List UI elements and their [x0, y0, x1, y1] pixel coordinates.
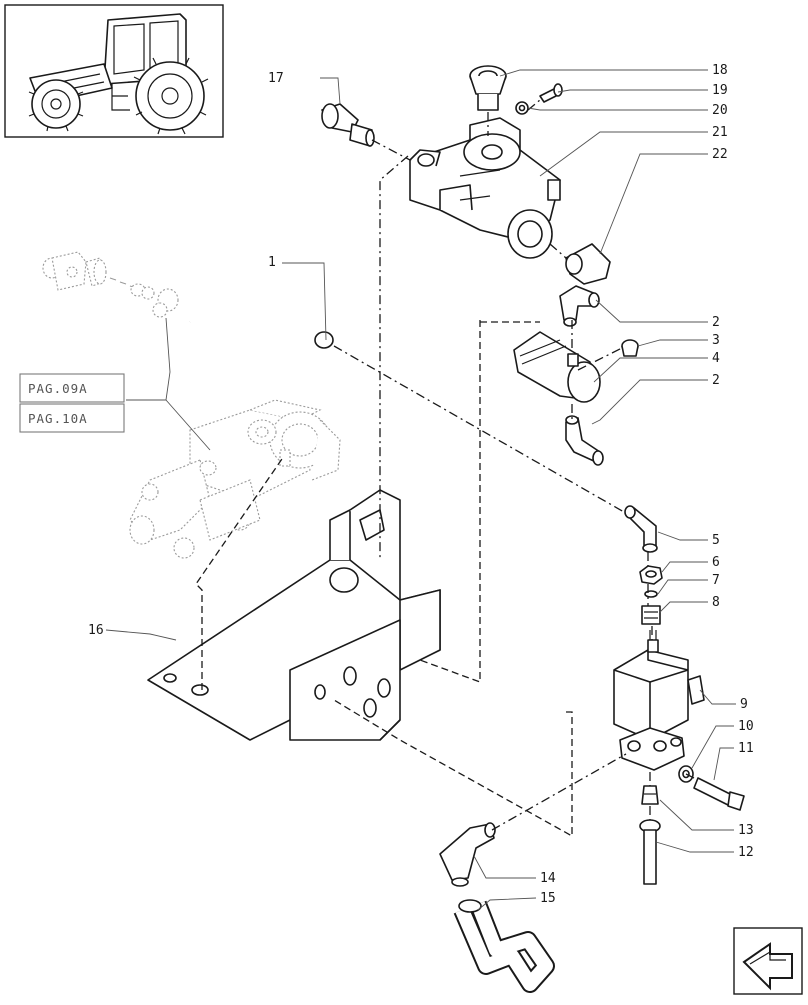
- callout-15: 15: [540, 891, 556, 906]
- callout-19: 19: [712, 83, 728, 98]
- callout-6: 6: [712, 555, 720, 570]
- reference-assembly-ghost: [42, 251, 341, 559]
- callout-11: 11: [738, 741, 754, 756]
- callout-21: 21: [712, 125, 728, 140]
- callout-2: 2: [712, 315, 720, 330]
- pressure-regulator-4: [513, 331, 601, 403]
- cap-3: [621, 339, 639, 357]
- callout-10: 10: [738, 719, 754, 734]
- fitting-17: [321, 103, 375, 147]
- next-page-arrow-icon[interactable]: [733, 927, 803, 995]
- page-reference-09a[interactable]: PAG.09A: [19, 373, 125, 403]
- callout-20: 20: [712, 103, 728, 118]
- assembly-lines: [195, 99, 695, 838]
- adapter-8: [641, 605, 661, 625]
- leader-lines: [105, 69, 736, 911]
- callout-16: 16: [88, 623, 104, 638]
- tube-12: [639, 819, 661, 885]
- callout-9: 9: [740, 697, 748, 712]
- washer-20: [515, 101, 529, 115]
- fitting-13: [641, 785, 659, 805]
- callout-2: 2: [712, 373, 720, 388]
- callout-22: 22: [712, 147, 728, 162]
- plug-22: [565, 243, 611, 285]
- callout-5: 5: [712, 533, 720, 548]
- page-ref-label: PAG.09A: [28, 381, 88, 396]
- callout-3: 3: [712, 333, 720, 348]
- plug-18: [469, 65, 507, 111]
- page-ref-label: PAG.10A: [28, 411, 88, 426]
- callout-14: 14: [540, 871, 556, 886]
- tractor-thumbnail-icon: [4, 4, 224, 138]
- callout-1: 1: [268, 255, 276, 270]
- callout-12: 12: [738, 845, 754, 860]
- page-reference-10a[interactable]: PAG.10A: [19, 403, 125, 433]
- callout-4: 4: [712, 351, 720, 366]
- mounting-bracket: [147, 489, 441, 741]
- elbow-fitting-2-upper: [559, 285, 600, 327]
- elbow-fitting-5: [624, 505, 658, 553]
- hose-15: [453, 899, 555, 993]
- relay-valve: [409, 117, 561, 259]
- callout-18: 18: [712, 63, 728, 78]
- screw-19: [539, 83, 563, 103]
- solenoid-valve-9: [613, 630, 705, 771]
- o-ring-7: [644, 590, 658, 598]
- callout-8: 8: [712, 595, 720, 610]
- nut-6: [639, 565, 663, 585]
- elbow-fitting-2-lower: [565, 415, 604, 466]
- bolt-11: [693, 777, 745, 811]
- tube-1: [189, 256, 334, 349]
- callout-13: 13: [738, 823, 754, 838]
- callout-labels: 1 2 3 4 2 5 6 7 8 9 10 11 12 13 14 15 16…: [88, 63, 754, 906]
- callout-17: 17: [268, 71, 284, 86]
- elbow-fitting-14: [439, 822, 496, 887]
- callout-7: 7: [712, 573, 720, 588]
